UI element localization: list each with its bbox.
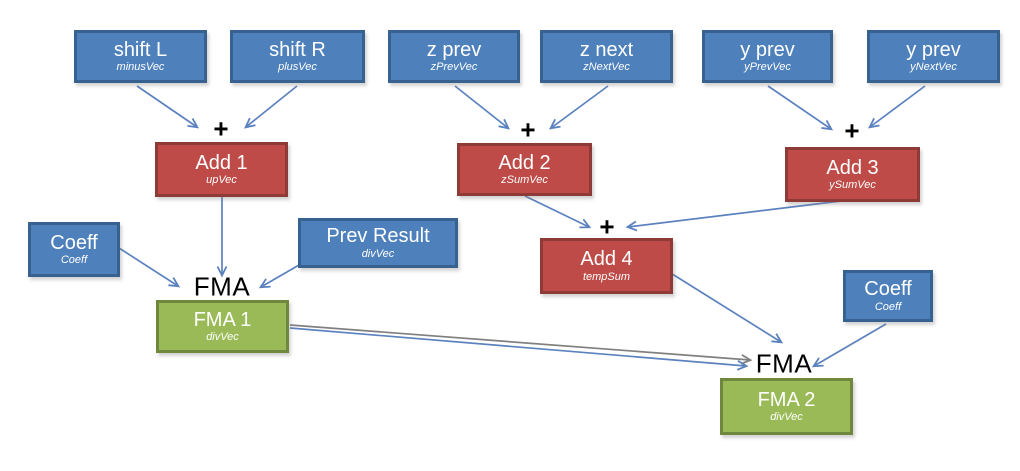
add-4-sublabel: tempSum (582, 270, 631, 283)
fma-op-2-fma-operator: FMA (755, 348, 813, 379)
coeff-right-sublabel: Coeff (874, 300, 902, 313)
y-prev-label: y prev (740, 38, 795, 61)
fma-2-label: FMA 2 (757, 388, 816, 411)
z-prev-label: z prev (426, 38, 482, 61)
fma-2-sublabel: divVec (770, 411, 803, 424)
arrow-fma-1-to-fma-op-2 (289, 327, 749, 371)
fma-1-label: FMA 1 (193, 308, 252, 331)
coeff-left-label: Coeff (50, 231, 98, 254)
arrow-add-4-to-fma-op-2 (668, 271, 784, 344)
add-4-label: Add 4 (580, 248, 633, 271)
add-3-sublabel: ySumVec (829, 179, 876, 192)
coeff-left-sublabel: Coeff (60, 254, 88, 267)
arrow-add-2-to-plus-add-4 (524, 195, 592, 229)
arrow-coeff-right-to-fma-op-2 (811, 323, 887, 368)
add-2-sublabel: zSumVec (501, 174, 548, 187)
plus-add-4-plus-operator: + (599, 211, 615, 242)
add-2-label: Add 2 (498, 151, 551, 174)
arrow-add-3-to-plus-add-4 (625, 200, 842, 232)
arrow-z-prev-to-plus-add-2 (454, 85, 510, 130)
plus-add-1-plus-operator: + (213, 113, 229, 144)
fma-1-sublabel: divVec (206, 331, 239, 344)
arrow-y-next-to-plus-add-3 (867, 85, 926, 129)
arrow-z-next-to-plus-add-2 (548, 85, 609, 130)
y-next-label: y prev (906, 38, 961, 61)
prev-result-sublabel: divVec (361, 247, 395, 260)
arrow-shift-l-to-plus-add-1 (136, 85, 200, 129)
arrow-shift-r-to-plus-add-1 (244, 85, 298, 129)
shift-r-sublabel: plusVec (278, 61, 317, 74)
z-prev-sublabel: zPrevVec (430, 61, 478, 74)
z-next-label: z next (579, 38, 634, 61)
y-next-sublabel: yNextVec (910, 61, 957, 74)
arrow-fma-1-to-fma-op-2 (289, 324, 753, 365)
coeff-right-label: Coeff (864, 278, 912, 301)
fma-op-1-fma-operator: FMA (193, 271, 251, 302)
arrow-coeff-left-to-fma-op-1 (118, 247, 181, 288)
prev-result-label: Prev Result (326, 225, 430, 248)
plus-add-2-plus-operator: + (520, 114, 536, 145)
add-1-label: Add 1 (195, 151, 248, 174)
plus-add-3-plus-operator: + (844, 115, 860, 146)
arrow-y-prev-to-plus-add-3 (767, 85, 834, 131)
z-next-sublabel: zNextVec (583, 61, 630, 74)
y-prev-sublabel: yPrevVec (744, 61, 791, 74)
shift-l-label: shift L (113, 38, 168, 61)
shift-r-label: shift R (269, 38, 326, 61)
shift-l-sublabel: minusVec (116, 61, 165, 74)
add-1-sublabel: upVec (206, 174, 237, 187)
arrow-prev-result-to-fma-op-1 (258, 264, 300, 289)
add-3-label: Add 3 (826, 156, 879, 179)
